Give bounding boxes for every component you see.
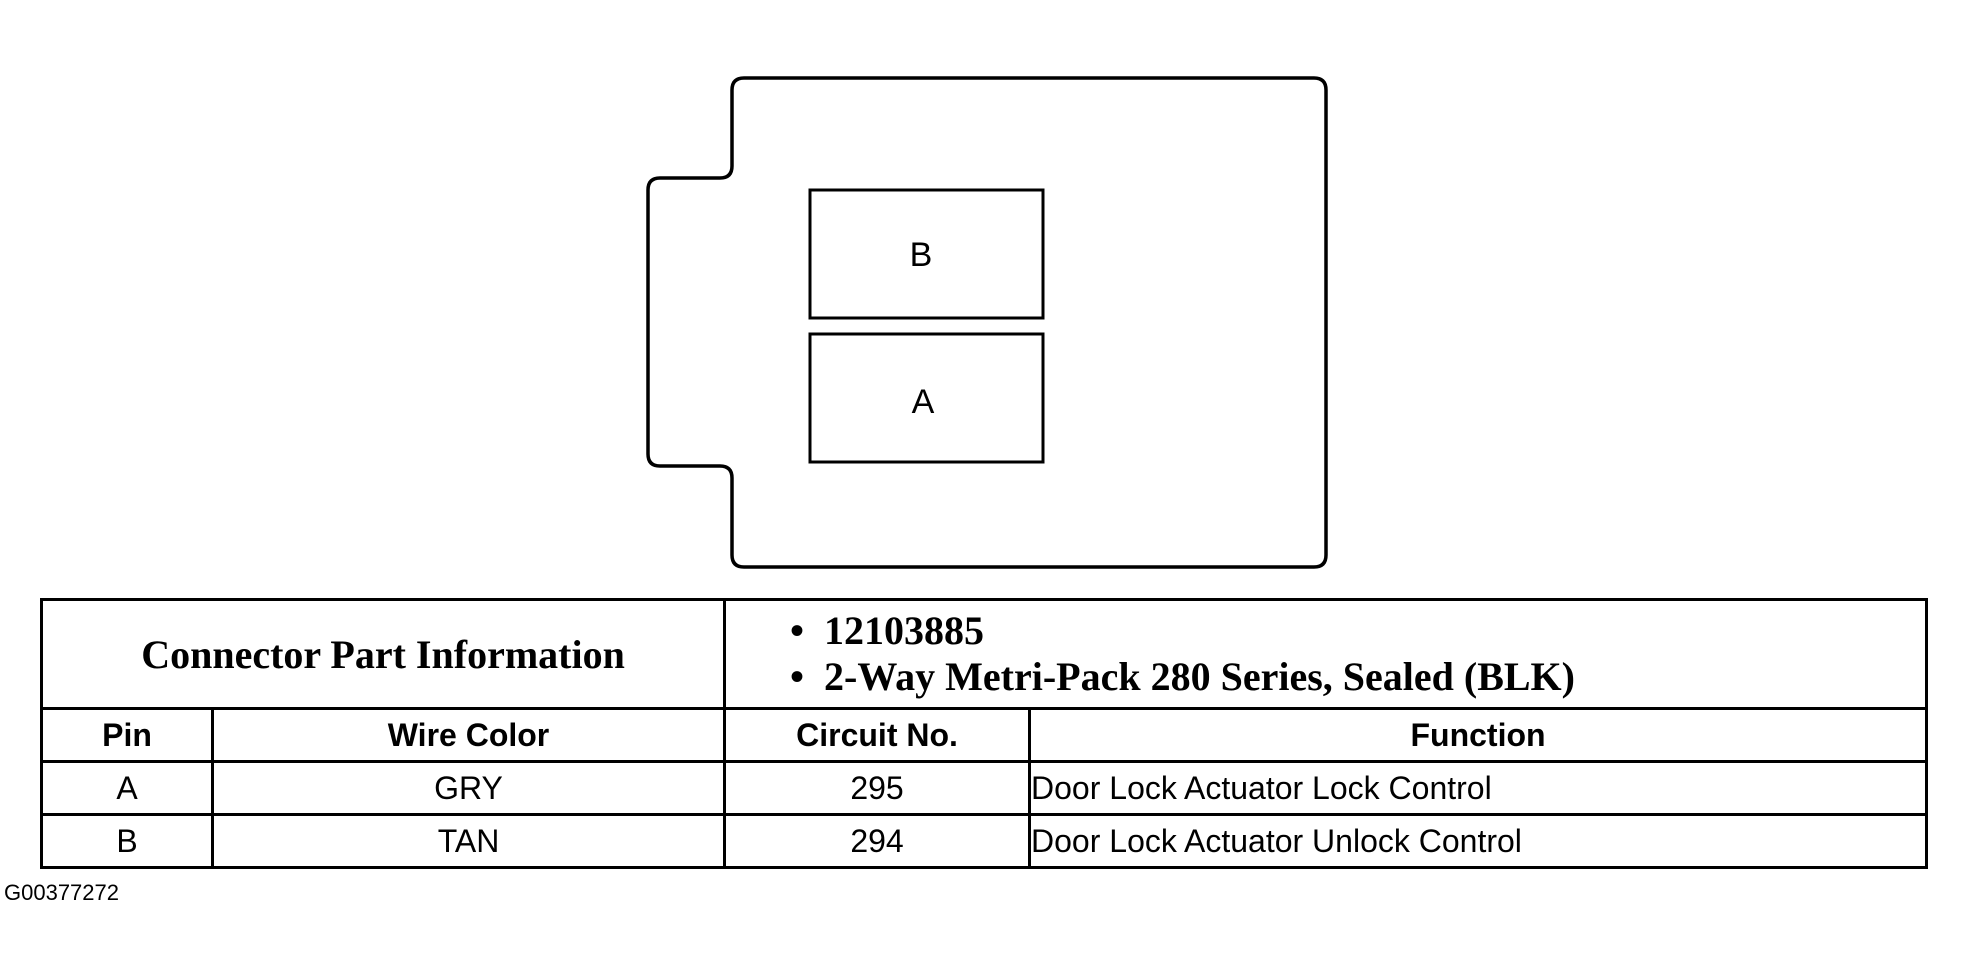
part-number: 12103885 [790,608,1925,654]
cell-wire-color: TAN [210,813,727,869]
connector-body-outline [646,76,1328,569]
cell-function: Door Lock Actuator Unlock Control [1028,813,1929,869]
cell-circuit-no: 295 [723,760,1032,816]
cavity-b-label: B [910,236,933,274]
cavity-a-label: A [912,383,935,421]
header-function: Function [1028,707,1929,763]
header-circuit-no: Circuit No. [723,707,1032,763]
connector-face-diagram: B A [646,76,1328,569]
header-pin: Pin [40,707,214,763]
table-header-row: Pin Wire Color Circuit No. Function [40,707,1929,763]
cell-circuit-no: 294 [723,813,1032,869]
cell-pin: B [40,813,214,869]
connector-description: 2-Way Metri-Pack 280 Series, Sealed (BLK… [790,654,1925,700]
cavity-b: B [808,188,1045,320]
cavity-a: A [808,332,1045,464]
figure-id: G00377272 [4,880,119,905]
table-row: A GRY 295 Door Lock Actuator Lock Contro… [40,760,1929,816]
part-info-row: Connector Part Information 12103885 2-Wa… [39,598,1929,710]
cell-function: Door Lock Actuator Lock Control [1028,760,1929,816]
connector-pinout-table: Connector Part Information 12103885 2-Wa… [39,598,1929,869]
header-wire-color: Wire Color [210,707,727,763]
cell-wire-color: GRY [210,760,727,816]
part-info-title: Connector Part Information [39,598,727,710]
table-row: B TAN 294 Door Lock Actuator Unlock Cont… [40,813,1929,869]
cell-pin: A [40,760,214,816]
part-info-list: 12103885 2-Way Metri-Pack 280 Series, Se… [723,598,1929,710]
